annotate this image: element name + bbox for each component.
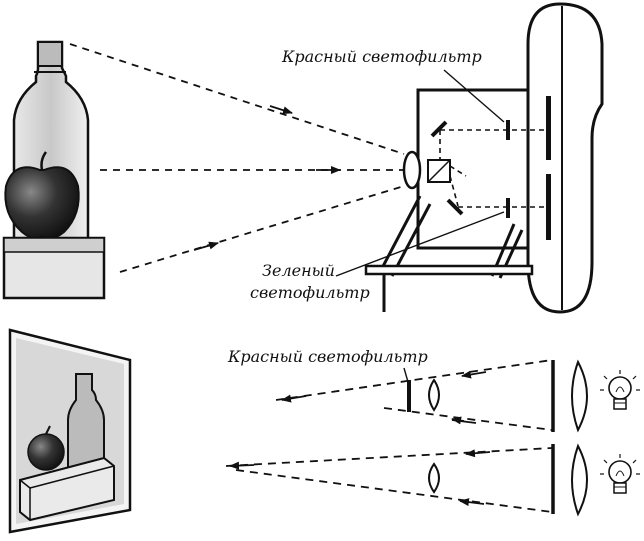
red-filter-projector — [407, 380, 411, 412]
bottom-red-filter-callout: Красный светофильтр — [227, 347, 428, 383]
stereo-camera — [364, 2, 604, 314]
projector-green — [225, 443, 640, 517]
lightbulb-bottom-icon — [600, 454, 640, 494]
projected-apple — [27, 433, 65, 471]
bottom-red-filter-label: Красный светофильтр — [227, 347, 428, 366]
camera-lens — [402, 150, 422, 190]
apple — [4, 166, 80, 240]
red-filter-camera — [506, 120, 510, 140]
still-life-scene — [2, 40, 106, 300]
projection-screen — [8, 328, 132, 534]
mirror-bottom — [446, 198, 464, 216]
camera-body — [416, 88, 530, 250]
green-filter-label-line2: светофильтр — [250, 283, 370, 302]
top-red-filter-callout: Красный светофильтр — [281, 47, 505, 123]
green-filter-callout: Зеленый светофильтр — [250, 211, 505, 302]
film-frame-top — [546, 96, 551, 160]
green-filter-label-line1: Зеленый — [262, 261, 335, 280]
lightbulb-top-icon — [600, 370, 640, 410]
projection-lens-top — [428, 378, 440, 412]
projected-box — [19, 456, 115, 522]
film-frame-bottom — [546, 174, 551, 240]
condenser-lens-bottom — [571, 443, 588, 517]
bottle-cork — [37, 41, 63, 67]
projector-red — [275, 359, 640, 433]
film-housing — [526, 2, 604, 314]
green-filter-camera — [506, 198, 510, 218]
condenser-lens-top — [571, 359, 588, 433]
projection-lens-bottom — [428, 462, 440, 494]
mirror-top — [430, 120, 448, 138]
light-rays-top — [69, 43, 405, 273]
top-red-filter-label: Красный светофильтр — [281, 47, 482, 66]
stand-shelf — [364, 264, 534, 276]
